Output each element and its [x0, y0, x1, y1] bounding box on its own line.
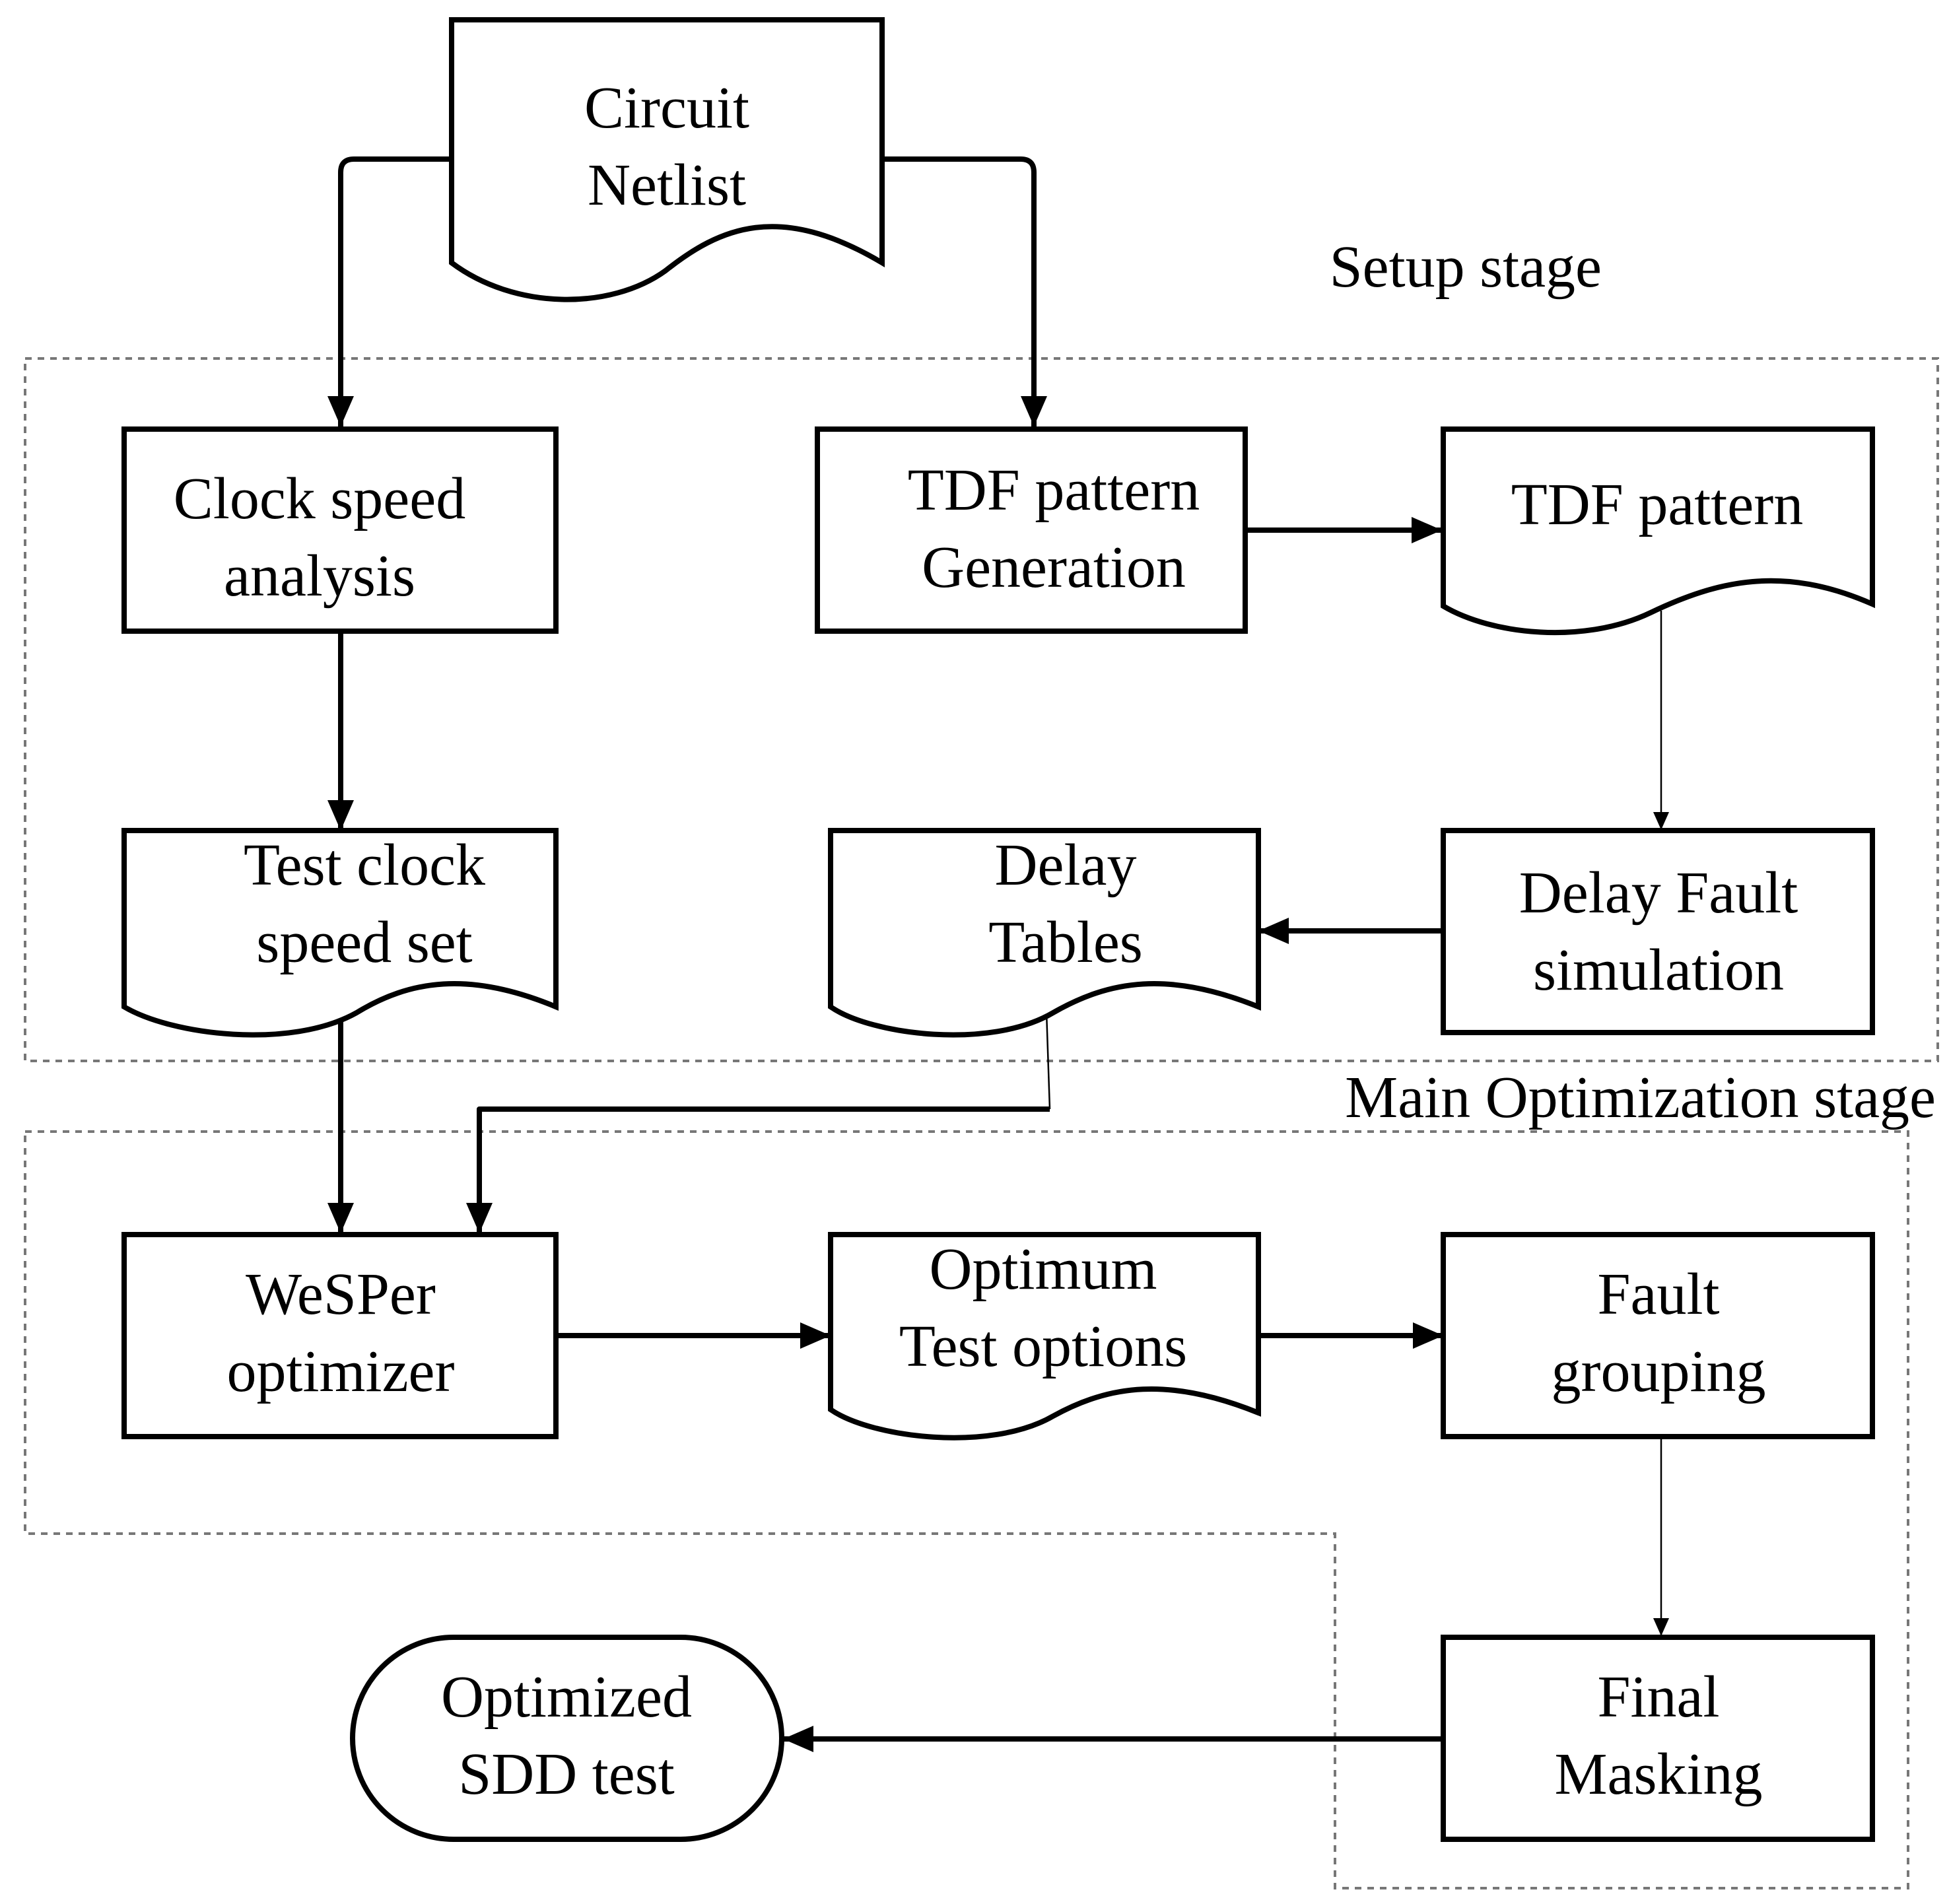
delay-tables-label-line-1: Delay	[995, 833, 1137, 898]
circuit-netlist-document	[449, 17, 885, 302]
delay-tables-document	[828, 828, 1261, 1038]
optimum-test-options-label-line-1: Optimum	[929, 1237, 1157, 1302]
fault-grouping-label-line-1: Fault	[1597, 1262, 1719, 1327]
test-clock-speed-set-label-line-1: Test clock	[244, 833, 485, 898]
fault-grouping-label-line-2: grouping	[1552, 1339, 1766, 1404]
optimized-sdd-test-terminator	[350, 1635, 784, 1842]
fault-grouping-box	[1441, 1232, 1875, 1439]
wesper-optimizer-box	[121, 1232, 559, 1439]
test-clock-speed-set-label-line-2: speed set	[256, 910, 472, 975]
clock-speed-analysis-box	[121, 426, 559, 634]
tdf-pattern-generation-label-line-2: Generation	[922, 535, 1186, 600]
optimized-sdd-test-label-line-2: SDD test	[458, 1742, 675, 1807]
optimization-stage-region	[24, 1130, 1909, 1889]
edge-netlist-to-tdf-generation	[882, 156, 1047, 426]
delay-tables-label-line-2: Tables	[988, 910, 1143, 975]
tdf-pattern-document	[1441, 426, 1875, 636]
tdf-pattern-label-line-1: TDF pattern	[1511, 472, 1803, 537]
final-masking-label-line-2: Masking	[1555, 1742, 1763, 1807]
tdf-pattern-generation-box	[815, 426, 1248, 634]
tdf-pattern-generation-label-line-1: TDF pattern	[908, 458, 1200, 523]
final-masking-box	[1441, 1635, 1875, 1842]
test-clock-speed-set-document	[121, 828, 559, 1038]
wesper-optimizer-label-line-2: optimizer	[227, 1339, 455, 1404]
optimum-test-options-label-line-2: Test options	[899, 1314, 1187, 1379]
circuit-netlist-label-line-1: Circuit	[584, 75, 749, 141]
final-masking-label-line-1: Final	[1597, 1664, 1719, 1730]
optimized-sdd-test-label-line-1: Optimized	[441, 1664, 692, 1730]
delay-fault-simulation-label-line-2: simulation	[1533, 937, 1784, 1003]
circuit-netlist-label-line-2: Netlist	[588, 153, 746, 218]
edge-delay-tables-to-wesper-thin	[1045, 1011, 1051, 1110]
delay-fault-simulation-label-line-1: Delay Fault	[1519, 860, 1798, 926]
wesper-optimizer-label-line-1: WeSPer	[246, 1262, 436, 1327]
setup-stage-label: Setup stage	[1330, 234, 1602, 300]
clock-speed-analysis-label-line-1: Clock speed	[174, 466, 465, 531]
edge-delay-tables-to-wesper	[466, 1106, 1050, 1233]
clock-speed-analysis-label-line-2: analysis	[224, 543, 415, 609]
setup-stage-region	[24, 357, 1939, 1062]
edge-netlist-to-clock-speed	[327, 156, 452, 426]
optimization-stage-label: Main Optimization stage	[1345, 1065, 1936, 1130]
optimum-test-options-document	[828, 1232, 1261, 1441]
delay-fault-simulation-box	[1441, 828, 1875, 1035]
